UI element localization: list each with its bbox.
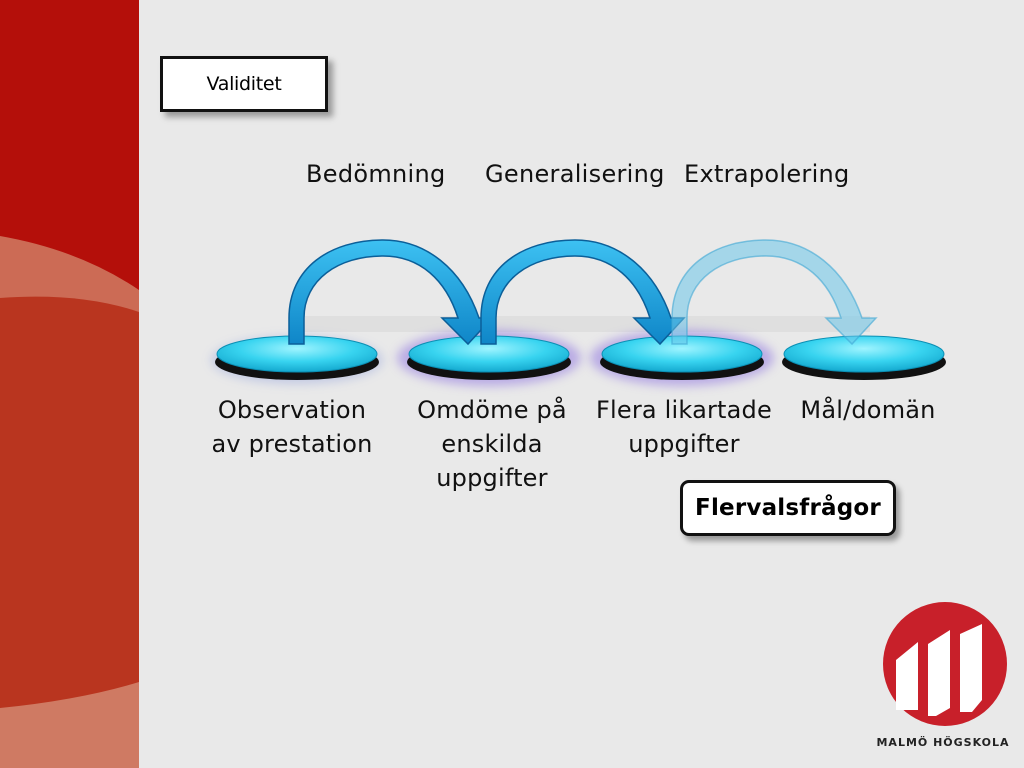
node-label-3: Flera likartade uppgifter	[596, 396, 772, 458]
node-disc-2	[397, 330, 581, 386]
stage-label-bedomning: Bedömning	[306, 160, 446, 188]
stage-label-generalisering: Generalisering	[485, 160, 665, 188]
callout-box: Flervalsfrågor	[680, 480, 896, 536]
logo-text: MALMÖ HÖGSKOLA	[876, 736, 1010, 749]
stage-label-extrapolering: Extrapolering	[684, 160, 850, 188]
callout-text: Flervalsfrågor	[695, 495, 881, 521]
node-disc-1	[211, 335, 383, 384]
sidebar-decoration	[0, 0, 139, 768]
university-logo-icon	[883, 602, 1007, 726]
node-disc-4	[782, 335, 946, 380]
slide-title: Validitet	[160, 56, 328, 112]
arrow-extrapolering	[671, 239, 878, 346]
arrow-bedomning	[288, 239, 494, 346]
node-label-4: Mål/domän	[800, 396, 936, 424]
connector-band	[290, 316, 870, 332]
slide-title-text: Validitet	[206, 73, 282, 95]
node-label-2: Omdöme på enskilda uppgifter	[417, 396, 567, 492]
node-label-1: Observation av prestation	[211, 396, 373, 458]
node-disc-3	[590, 330, 774, 386]
